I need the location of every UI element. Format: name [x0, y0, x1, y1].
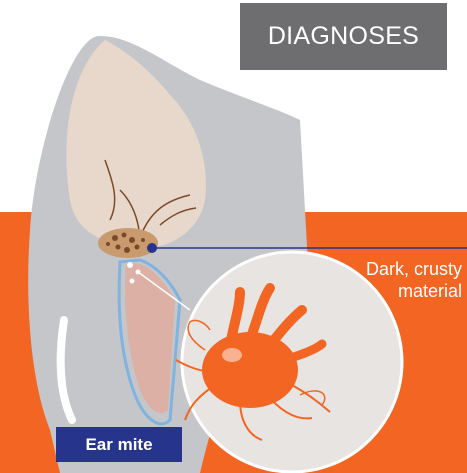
callout-label: Dark, crusty material [300, 258, 462, 302]
pointer-dot-icon [147, 243, 157, 253]
callout-line-1: Dark, crusty [300, 258, 462, 280]
diagnoses-badge: DIAGNOSES [240, 3, 447, 70]
diagnoses-label: DIAGNOSES [268, 22, 419, 51]
ear-mite-badge: Ear mite [56, 427, 182, 462]
callout-line-2: material [300, 280, 462, 302]
ear-mite-label: Ear mite [85, 435, 152, 455]
